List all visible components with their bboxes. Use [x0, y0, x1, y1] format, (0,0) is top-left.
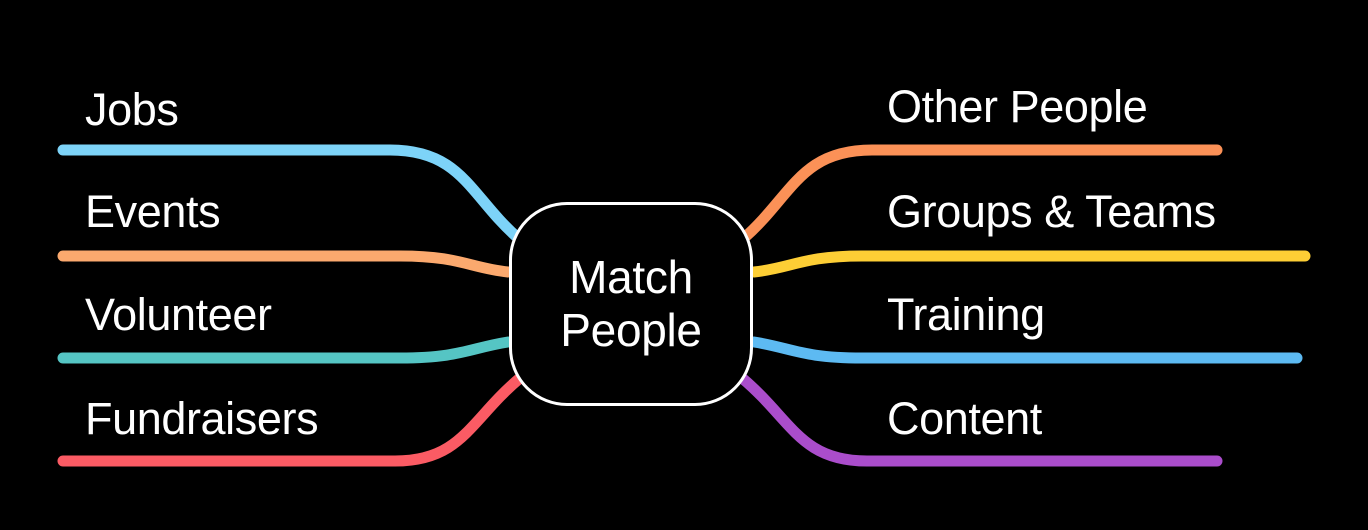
branch-label-groups-teams[interactable]: Groups & Teams	[887, 186, 1216, 237]
branch-label-content[interactable]: Content	[887, 393, 1042, 444]
wire-left-1	[57, 144, 524, 244]
branch-label-other-people[interactable]: Other People	[887, 81, 1148, 132]
branch-label-events[interactable]: Events	[85, 186, 221, 237]
wire-right-4	[736, 372, 1223, 467]
branch-label-training[interactable]: Training	[887, 289, 1045, 340]
wire-right-2	[748, 250, 1311, 278]
wire-left-2	[57, 250, 514, 278]
wire-left-3	[57, 336, 514, 364]
wire-right-3	[748, 336, 1303, 364]
wire-left-4	[57, 372, 526, 467]
wire-right-1	[738, 144, 1223, 244]
branch-label-fundraisers[interactable]: Fundraisers	[85, 393, 319, 444]
center-node-label-line2: People	[560, 304, 702, 356]
branch-label-volunteer[interactable]: Volunteer	[85, 289, 272, 340]
center-node-match-people[interactable]: Match People	[509, 202, 753, 406]
branch-label-jobs[interactable]: Jobs	[85, 84, 179, 135]
center-node-label-line1: Match	[569, 251, 693, 304]
